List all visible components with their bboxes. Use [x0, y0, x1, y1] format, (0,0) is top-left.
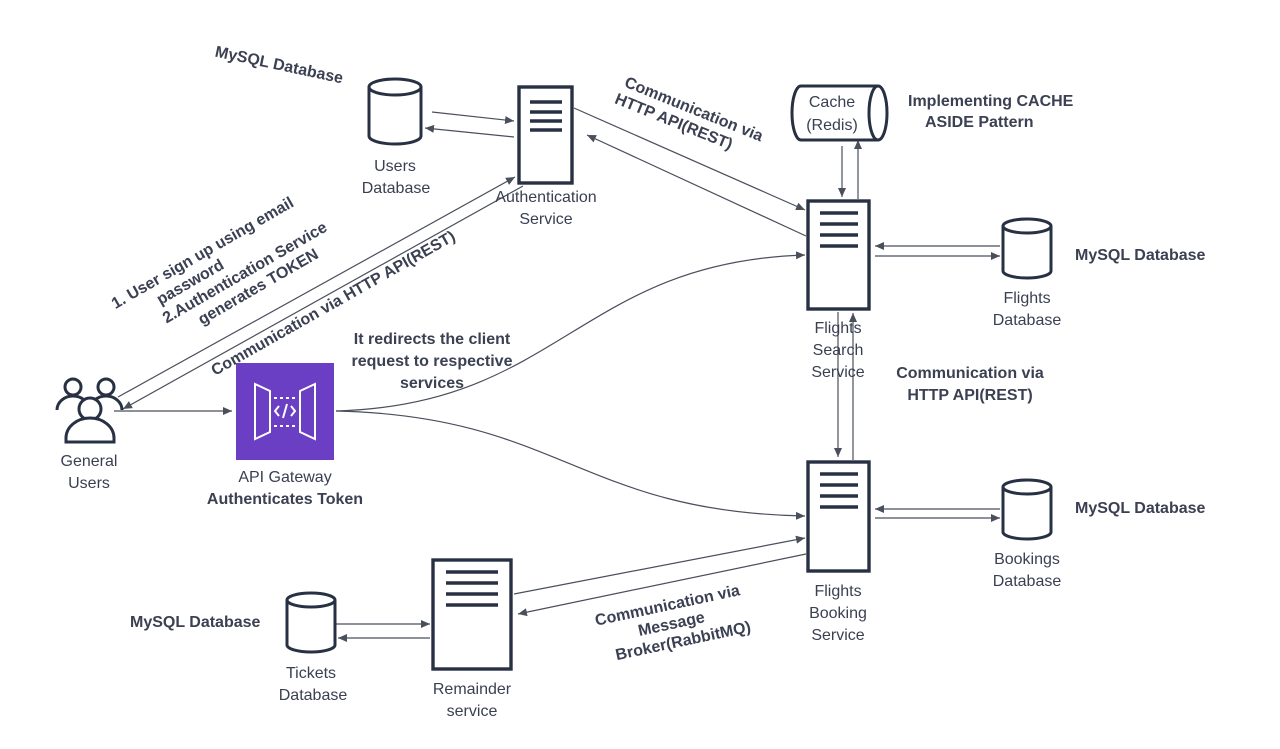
tickets-database-node[interactable]: Tickets Database — [279, 591, 348, 704]
flights-search-service-node[interactable]: Flights Search Service — [806, 199, 871, 381]
tickets-db-label-line2: Database — [279, 687, 348, 704]
server-icon — [517, 85, 574, 185]
flights-db-label-line1: Flights — [1003, 290, 1050, 307]
search-service-label-line1: Flights — [814, 320, 861, 337]
flights-db-label-line2: Database — [993, 312, 1062, 329]
cache-pattern-line2: ASIDE Pattern — [925, 114, 1033, 131]
general-users-label-line1: General — [61, 453, 118, 470]
bookings-database-node[interactable]: Bookings Database — [993, 478, 1062, 590]
tickets-db-label-line1: Tickets — [286, 665, 336, 682]
tickets-db-engine-label: MySQL Database — [130, 614, 261, 631]
auth-search-comm-annotation: Communication via HTTP API(REST) — [612, 74, 765, 153]
cache-label-line2: (Redis) — [806, 117, 858, 134]
server-icon — [806, 199, 871, 311]
search-service-label-line2: Search — [813, 342, 864, 359]
bookings-db-engine-label: MySQL Database — [1075, 500, 1206, 517]
database-icon — [367, 77, 423, 146]
users-db-engine-label: MySQL Database — [213, 44, 344, 88]
edge-gateway-to-booking — [335, 410, 806, 520]
flights-booking-service-node[interactable]: Flights Booking Service — [806, 460, 871, 644]
api-gateway-icon — [254, 382, 316, 441]
cache-cylinder-icon — [790, 84, 889, 142]
edge-auth-to-usersdb — [424, 124, 515, 138]
edge-booking-to-remainder — [517, 553, 807, 617]
edge-auth-to-users — [122, 185, 524, 410]
api-gateway-label: API Gateway — [238, 469, 331, 486]
server-icon — [431, 558, 513, 671]
cache-redis-node[interactable]: Cache (Redis) — [790, 84, 889, 142]
users-database-node[interactable]: Users Database — [362, 77, 431, 197]
booking-service-label-line2: Booking — [809, 605, 867, 622]
search-booking-comm-line2: HTTP API(REST) — [907, 387, 1032, 404]
flights-db-engine-label: MySQL Database — [1075, 247, 1206, 264]
bookings-db-label-line2: Database — [993, 573, 1062, 590]
cache-label-line1: Cache — [809, 94, 855, 111]
booking-service-label-line1: Flights — [814, 583, 861, 600]
users-group-icon — [55, 377, 124, 444]
database-icon — [1001, 478, 1053, 541]
edge-gateway-to-search — [335, 251, 806, 412]
api-gateway-node[interactable]: API Gateway Authenticates Token — [207, 363, 363, 508]
general-users-node[interactable]: General Users — [55, 377, 124, 492]
edge-remainder-to-booking — [513, 535, 806, 595]
auth-service-label-line2: Service — [519, 211, 572, 228]
search-booking-comm-line1: Communication via — [896, 365, 1044, 382]
edges — [114, 107, 1000, 642]
bookings-db-label-line1: Bookings — [994, 551, 1060, 568]
api-gateway-note: Authenticates Token — [207, 491, 363, 508]
cache-pattern-line1: Implementing CACHE — [908, 93, 1074, 110]
users-db-label-line2: Database — [362, 180, 431, 197]
gateway-redirect-line2: request to respective — [352, 353, 513, 370]
gateway-redirect-line1: It redirects the client — [354, 331, 511, 348]
signup-steps-annotation: 1. User sign up using email password 2.A… — [109, 194, 330, 328]
flights-database-node[interactable]: Flights Database — [993, 217, 1062, 329]
auth-service-label-line1: Authentication — [495, 189, 596, 206]
remainder-service-label-line2: service — [447, 703, 498, 720]
booking-remainder-comm-annotation: Communication via Message Broker(RabbitM… — [594, 582, 753, 664]
remainder-service-label-line1: Remainder — [433, 681, 512, 698]
edge-usersdb-to-auth — [431, 111, 515, 124]
server-icon — [806, 460, 871, 573]
edge-search-to-auth — [586, 134, 807, 237]
edge-auth-to-search — [573, 107, 806, 211]
booking-service-label-line3: Service — [811, 627, 864, 644]
database-icon — [1001, 217, 1053, 280]
gateway-redirect-line3: services — [400, 375, 464, 392]
search-service-label-line3: Service — [811, 364, 864, 381]
database-icon — [285, 591, 337, 654]
remainder-service-node[interactable]: Remainder service — [431, 558, 513, 720]
general-users-label-line2: Users — [68, 475, 110, 492]
edge-users-to-auth — [117, 176, 516, 398]
users-db-label-line1: Users — [374, 158, 416, 175]
authentication-service-node[interactable]: Authentication Service — [495, 85, 597, 228]
